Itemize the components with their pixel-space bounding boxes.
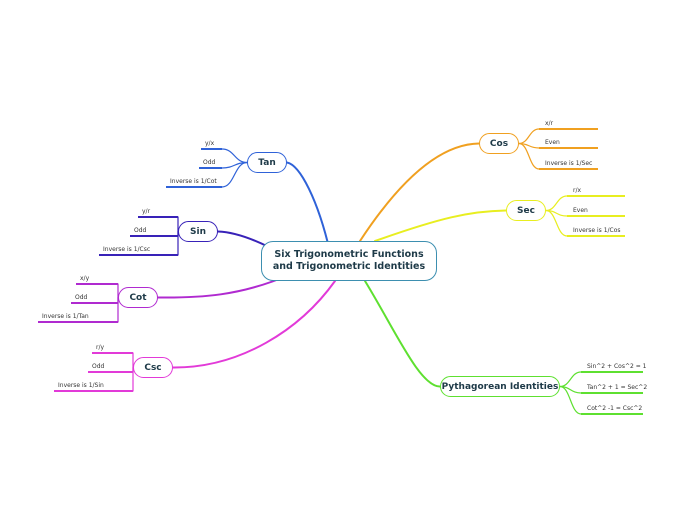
central-topic-title: Six Trigonometric Functions and Trigonom…: [272, 249, 426, 272]
leaf-text-cot-1[interactable]: Odd: [75, 294, 88, 301]
leaf-text-tan-2[interactable]: Inverse is 1/Cot: [170, 178, 217, 185]
branch-connector-cot: [157, 274, 290, 299]
leaf-underline: [581, 413, 643, 415]
leaf-text-csc-0[interactable]: r/y: [96, 344, 105, 351]
leaf-text-pythagorean-1[interactable]: Tan^2 + 1 = Sec^2: [587, 384, 648, 391]
leaf-text-sin-2[interactable]: Inverse is 1/Csc: [103, 246, 151, 253]
leaf-connector-tan-2: [221, 161, 248, 188]
leaf-text-sin-0[interactable]: y/r: [142, 208, 151, 215]
branch-connector-pythagorean: [364, 280, 441, 388]
branch-node-sec[interactable]: Sec: [506, 200, 546, 221]
branch-node-sin[interactable]: Sin: [178, 221, 218, 242]
leaf-underline: [138, 216, 178, 218]
leaf-underline: [539, 147, 598, 149]
branch-node-csc[interactable]: Csc: [133, 357, 173, 378]
leaf-text-sec-1[interactable]: Even: [573, 207, 588, 214]
branch-node-cos[interactable]: Cos: [479, 133, 519, 154]
leaf-connector-pythagorean-2: [559, 385, 582, 415]
leaf-text-pythagorean-0[interactable]: Sin^2 + Cos^2 = 1: [587, 363, 647, 370]
branch-label-cos: Cos: [489, 138, 509, 149]
leaf-underline: [71, 302, 118, 304]
branch-label-tan: Tan: [258, 157, 276, 168]
leaf-text-csc-2[interactable]: Inverse is 1/Sin: [58, 382, 104, 389]
leaf-text-cot-0[interactable]: x/y: [80, 275, 90, 282]
branch-connector-tan: [286, 161, 331, 253]
leaf-text-csc-1[interactable]: Odd: [92, 363, 105, 370]
leaf-connector-sec-0: [545, 195, 568, 212]
leaf-underline: [99, 254, 178, 256]
leaf-connector-pythagorean-0: [559, 371, 582, 388]
branch-node-cot[interactable]: Cot: [118, 287, 158, 308]
leaf-connector-cos-0: [518, 128, 540, 145]
leaf-underline: [581, 392, 643, 394]
leaf-underline: [199, 167, 222, 169]
leaf-underline: [539, 128, 598, 130]
leaf-text-cos-0[interactable]: x/r: [545, 120, 554, 127]
leaf-underline: [581, 371, 643, 373]
branch-node-tan[interactable]: Tan: [247, 152, 287, 173]
leaf-text-cot-2[interactable]: Inverse is 1/Tan: [42, 313, 89, 320]
leaf-text-sec-0[interactable]: r/x: [573, 187, 582, 194]
leaf-connector-sec-2: [545, 209, 568, 237]
leaf-underline: [92, 352, 133, 354]
branch-label-csc: Csc: [144, 362, 162, 373]
leaf-connector-cos-2: [518, 142, 540, 170]
leaf-text-sec-2[interactable]: Inverse is 1/Cos: [573, 227, 621, 234]
leaf-underline: [567, 215, 625, 217]
branch-node-pythagorean[interactable]: Pythagorean Identities: [440, 376, 560, 397]
leaf-underline: [88, 371, 133, 373]
leaf-underline: [54, 390, 133, 392]
leaf-underline: [76, 283, 118, 285]
branch-connector-cos: [359, 142, 480, 242]
leaf-text-cos-1[interactable]: Even: [545, 139, 560, 146]
leaf-underline: [567, 235, 625, 237]
branch-label-cot: Cot: [129, 292, 147, 303]
leaf-underline: [38, 321, 118, 323]
central-topic[interactable]: Six Trigonometric Functions and Trigonom…: [261, 241, 437, 281]
leaf-underline: [130, 235, 178, 237]
leaf-text-sin-1[interactable]: Odd: [134, 227, 147, 234]
leaf-text-cos-2[interactable]: Inverse is 1/Sec: [545, 160, 593, 167]
leaf-underline: [201, 148, 222, 150]
leaf-text-tan-1[interactable]: Odd: [203, 159, 216, 166]
branch-connector-csc: [172, 280, 336, 369]
leaf-text-tan-0[interactable]: y/x: [205, 140, 215, 147]
branch-label-sec: Sec: [517, 205, 535, 216]
leaf-underline: [539, 168, 598, 170]
branch-connector-sec: [374, 209, 507, 242]
branch-label-pythagorean: Pythagorean Identities: [441, 381, 559, 392]
leaf-underline: [166, 186, 222, 188]
branch-label-sin: Sin: [190, 226, 206, 237]
leaf-text-pythagorean-2[interactable]: Cot^2 -1 = Csc^2: [587, 405, 643, 412]
leaf-underline: [567, 195, 625, 197]
leaf-connector-tan-0: [221, 148, 248, 164]
